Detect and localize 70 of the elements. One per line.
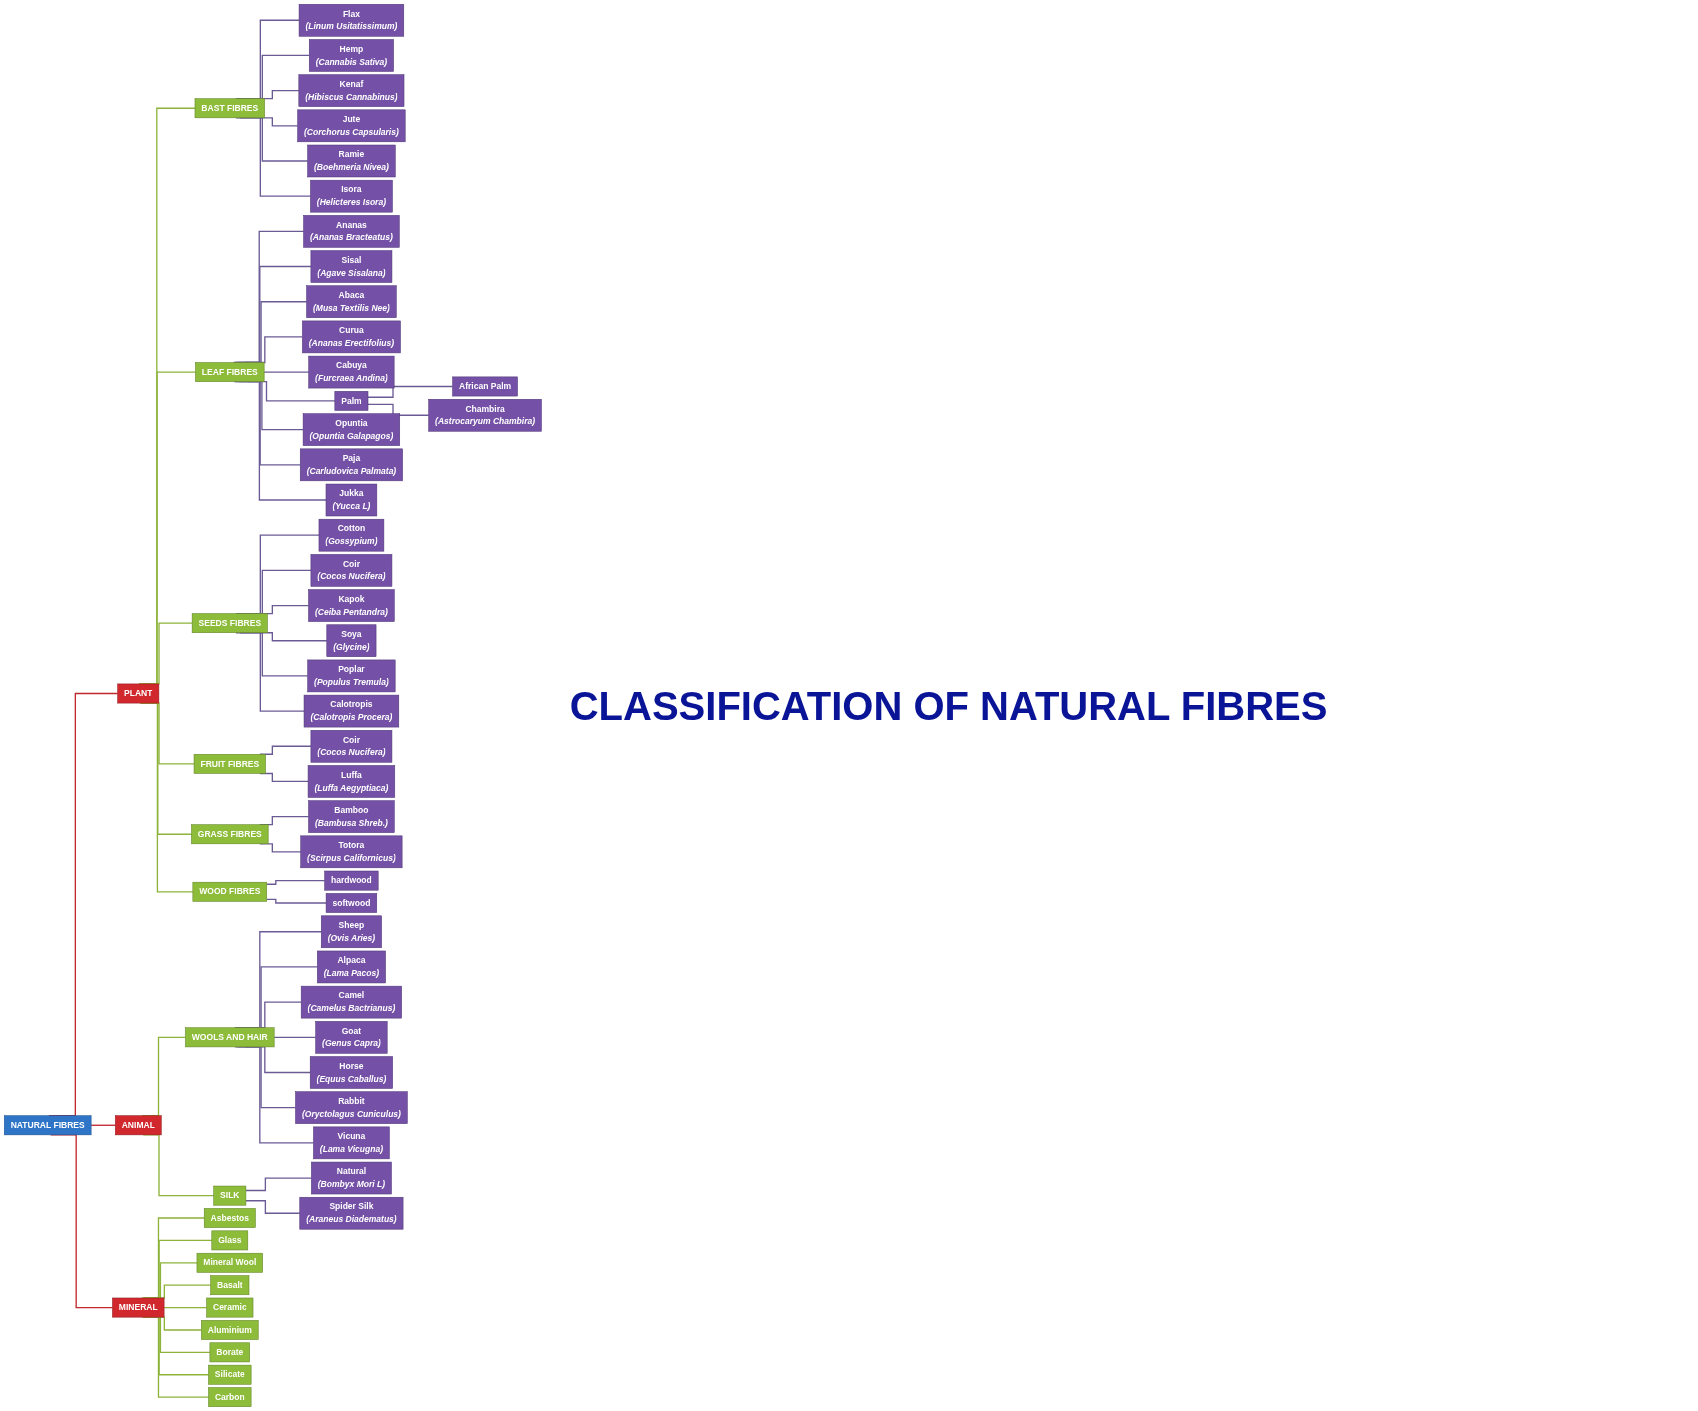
node-box: Palm [334,391,369,411]
node-box: LEAF FIBRES [195,362,265,382]
node-box: Totora (Scirpus Californicus) [300,835,403,869]
node-box: GRASS FIBRES [191,824,269,845]
node-box: WOOD FIBRES [192,881,268,902]
node-box: Poplar (Populus Tremula) [307,659,396,693]
node-box: Cabuya (Furcraea Andina) [308,355,395,389]
node-box: Abaca (Musa Textilis Nee) [306,285,397,318]
node-box: Opuntia (Opuntia Galapagos) [302,413,400,446]
connector [266,879,326,885]
node-box: Paja (Carludovica Palmata) [299,448,403,482]
node-box: Jute (Corchorus Capsularis) [297,109,406,143]
node-box: Sisal (Agave Sisalana) [310,250,393,283]
node-box: Asbestos [203,1208,256,1228]
node-box: Calotropis (Calotropis Procera) [303,694,400,728]
node-box: Borate [209,1342,250,1363]
node-box: Basalt [210,1275,250,1296]
node-box: Vicuna (Lama Vicugna) [313,1126,390,1160]
node-box: WOOLS AND HAIR [185,1027,275,1048]
node-box: Jukka (Yucca L) [325,483,378,517]
connector [367,403,430,416]
node-box: SILK [213,1185,247,1206]
node-box: Coir (Cocos Nucifera) [310,554,393,587]
connector [273,1036,317,1038]
node-box: Coir (Cocos Nucifera) [310,730,393,763]
node-box: BAST FIBRES [194,98,265,119]
node-box: Ramie (Boehmeria Nivea) [307,144,396,178]
connector [245,1177,313,1192]
node-box: Kapok (Ceiba Pentandra) [308,589,395,622]
node-box: hardwood [324,870,379,891]
node-box: PLANT [117,683,160,704]
node-box: Isora (Helicteres Isora) [310,179,393,213]
node-box: Rabbit (Oryctolagus Cuniculus) [295,1091,408,1124]
node-box: Sheep (Ovis Aries) [321,915,382,949]
node-box: Mineral Wool [196,1252,263,1273]
node-box: Chambira (Astrocaryum Chambira) [428,399,542,432]
node-box: Ceramic [206,1297,254,1318]
connector [266,898,327,904]
node-box: Bamboo (Bambusa Shreb.) [308,800,395,833]
node-box: Ananas (Ananas Bracteatus) [303,215,400,248]
node-box: Aluminium [201,1320,259,1340]
node-box: softwood [325,893,378,913]
node-box: Luffa (Luffa Aegyptiaca) [307,765,396,798]
connector [163,1306,208,1309]
node-box: African Palm [452,376,518,397]
connector [245,1200,301,1214]
node-box: FRUIT FIBRES [193,754,266,774]
connector [90,1124,116,1126]
connector [263,371,310,373]
node-box: SEEDS FIBRES [191,613,268,633]
node-box: Flax (Linum Usitatissimum) [298,4,405,37]
node-box: Natural (Bombyx Mori L) [311,1161,392,1195]
node-box: Horse (Equus Caballus) [309,1056,393,1089]
node-box: Hemp (Cannabis Sativa) [308,39,394,72]
node-box: Silicate [208,1364,252,1385]
node-box: Kenaf (Hibiscus Cannabinus) [298,74,405,107]
node-box: NATURAL FIBRES [4,1115,92,1136]
diagram-title: CLASSIFICATION OF NATURAL FIBRES [569,682,1328,730]
node-box: Glass [211,1230,249,1251]
node-box: Cotton (Gossypium) [318,518,385,552]
node-box: Goat (Genus Capra) [315,1021,388,1054]
node-box: ANIMAL [115,1115,162,1136]
node-box: Soya (Glycine) [326,624,377,657]
node-box: Curua (Ananas Erectifolius) [302,320,401,354]
node-box: MINERAL [112,1297,165,1318]
node-box: Carbon [208,1387,252,1407]
node-box: Alpaca (Lama Pacos) [317,950,386,984]
connector [367,385,454,398]
node-box: Spider Silk (Araneus Diadematus) [299,1196,404,1230]
node-box: Camel (Camelus Bactrianus) [300,985,402,1019]
